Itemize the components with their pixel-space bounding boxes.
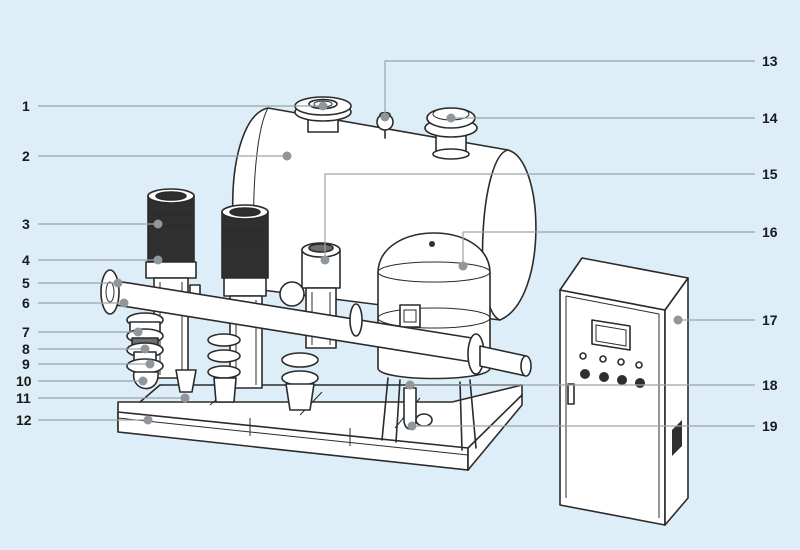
callout-17: 17: [762, 312, 778, 328]
pump-2: [207, 204, 269, 403]
base-frame: [117, 384, 523, 471]
control-cabinet: [559, 257, 689, 526]
callout-3: 3: [22, 216, 30, 232]
callout-5: 5: [22, 275, 30, 291]
callout-9: 9: [22, 356, 30, 372]
leader-lines: [38, 60, 755, 431]
callout-1: 1: [22, 98, 30, 114]
callout-6: 6: [22, 295, 30, 311]
callout-15: 15: [762, 166, 778, 182]
callout-12: 12: [16, 412, 32, 428]
callout-4: 4: [22, 252, 30, 268]
callout-19: 19: [762, 418, 778, 434]
callout-10: 10: [16, 373, 32, 389]
callout-14: 14: [762, 110, 778, 126]
callout-7: 7: [22, 324, 30, 340]
callout-16: 16: [762, 224, 778, 240]
manhole-cover: [424, 107, 478, 160]
callout-18: 18: [762, 377, 778, 393]
callout-2: 2: [22, 148, 30, 164]
callouts-right: 13 14 15 16 17 18 19: [762, 53, 778, 434]
callout-13: 13: [762, 53, 778, 69]
pump-1-valve-stack: [126, 312, 197, 393]
callout-11: 11: [16, 390, 31, 406]
callout-8: 8: [22, 341, 30, 357]
callouts-left: 1 2 3 4 5 6 7 8 9 10 11 12: [16, 98, 32, 428]
